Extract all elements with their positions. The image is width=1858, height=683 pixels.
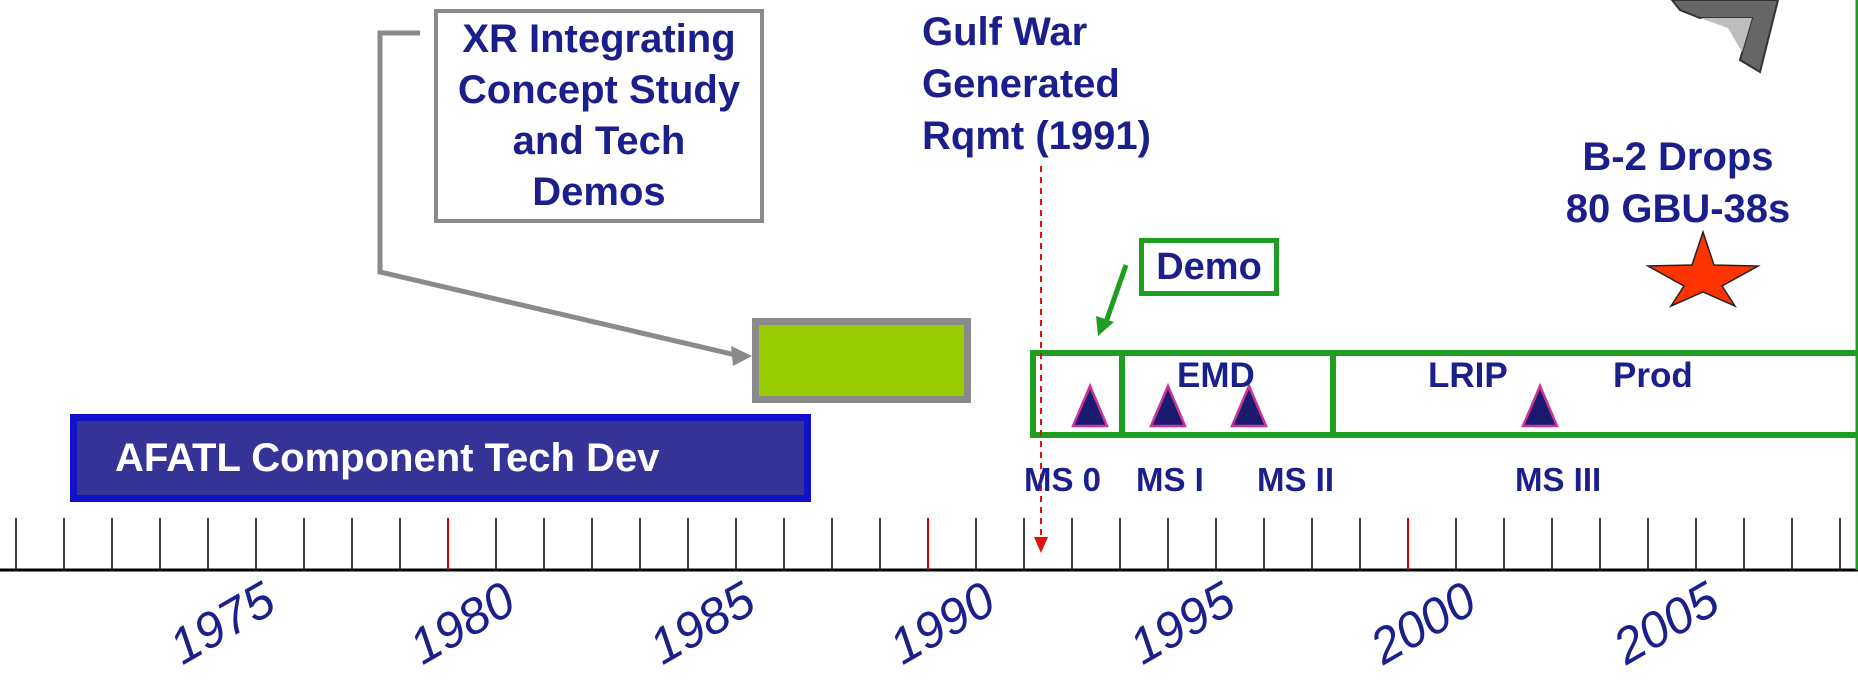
phase-label-emd: EMD xyxy=(1177,356,1255,395)
milestone-triangles xyxy=(1071,382,1559,428)
milestone-triangle-icon xyxy=(1071,382,1109,428)
milestone-triangle-icon xyxy=(1149,382,1187,428)
gulf-war-label: Gulf War Generated Rqmt (1991) xyxy=(922,10,1151,158)
milestone-triangle-icon xyxy=(1521,382,1559,428)
lrip-prod-frame xyxy=(1330,350,1858,438)
phase-label-prod: Prod xyxy=(1613,356,1693,395)
b2-drops-label: B-2 Drops 80 GBU-38s xyxy=(1565,135,1791,231)
afatl-component-bar: AFATL Component Tech Dev xyxy=(70,414,811,502)
timeline-ticks xyxy=(15,518,1841,570)
milestone-triangle-icon xyxy=(1230,382,1268,428)
xr-concept-block xyxy=(752,318,971,403)
red-star-icon xyxy=(1645,229,1761,308)
xr-concept-study-box: XR Integrating Concept Study and Tech De… xyxy=(434,9,764,223)
phase-label-lrip: LRIP xyxy=(1428,356,1508,395)
gulf-war-marker-arrowhead xyxy=(1034,537,1048,553)
milestone-label-ms2: MS II xyxy=(1257,461,1335,498)
milestone-label-ms0: MS 0 xyxy=(1024,461,1102,498)
demo-box: Demo xyxy=(1139,238,1279,296)
xr-connector xyxy=(377,30,741,359)
milestone-label-ms1: MS I xyxy=(1136,461,1204,498)
xr-connector-arrowhead xyxy=(731,346,752,366)
aircraft-logo-icon xyxy=(1670,0,1780,74)
program-frames xyxy=(1030,350,1858,438)
milestone-label-ms3: MS III xyxy=(1515,461,1602,498)
demo-arrow xyxy=(1103,264,1129,323)
demo-arrowhead xyxy=(1096,316,1114,336)
